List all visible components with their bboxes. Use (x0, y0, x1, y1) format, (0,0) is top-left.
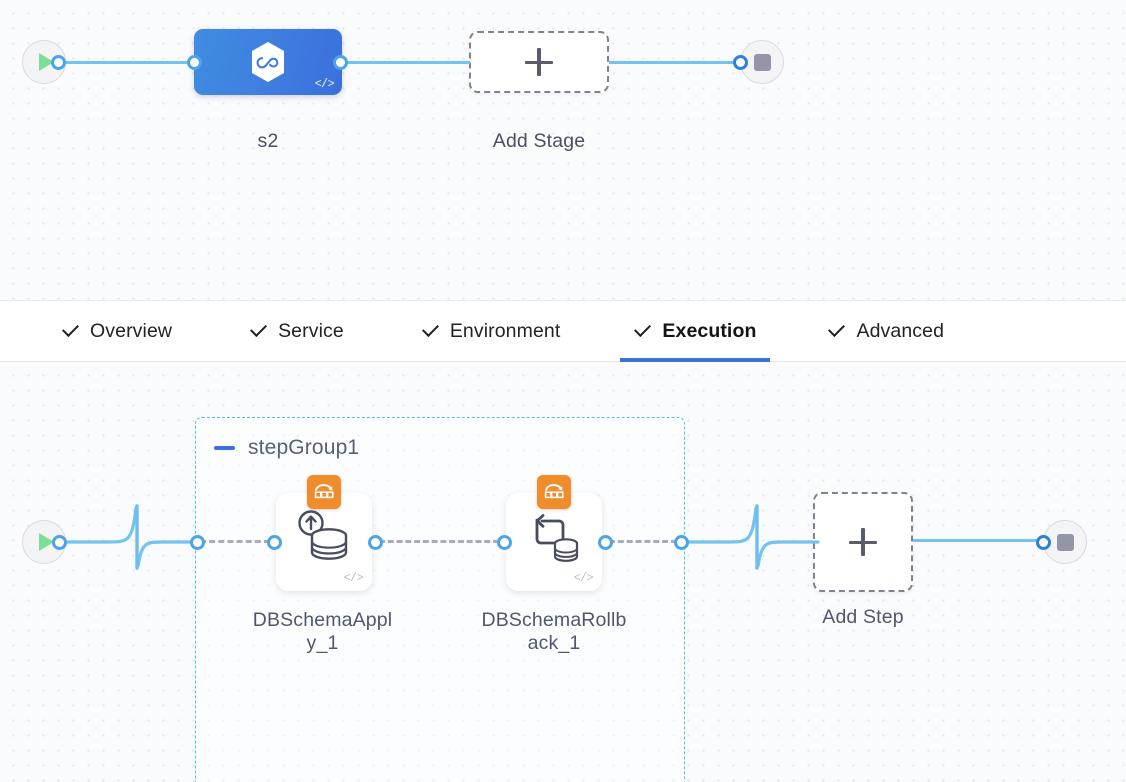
stage-input-port[interactable] (187, 55, 202, 70)
link-group-to-step1 (200, 540, 270, 543)
step2-input-port[interactable] (497, 535, 512, 550)
tab-label: Overview (90, 319, 173, 342)
step1-input-port[interactable] (267, 535, 282, 550)
group-input-port[interactable] (190, 535, 205, 550)
stage-canvas[interactable]: </> s2 Add Stage (0, 0, 1126, 300)
step2-label-line2: ack_1 (527, 632, 581, 655)
step-group-container[interactable]: stepGroup1 (195, 417, 685, 782)
tab-label: Environment (449, 319, 561, 342)
step1-label-line2: y_1 (306, 632, 339, 655)
end-input-port[interactable] (733, 55, 748, 70)
step2-label: DBSchemaRollb ack_1 (470, 609, 638, 656)
stage-label: s2 (257, 130, 279, 152)
step-node-dbschemaapply[interactable]: </> (276, 475, 372, 591)
hexagon-infinity-icon (252, 42, 284, 82)
minus-icon[interactable] (214, 446, 235, 450)
step2-label-line1: DBSchemaRollb (481, 609, 627, 631)
tab-label: Service (278, 319, 344, 342)
stage-node-s2[interactable]: </> (194, 29, 342, 95)
stage-code-icon[interactable]: </> (314, 78, 335, 91)
database-arrow-up-icon (276, 507, 372, 569)
link-step2-to-group (609, 540, 677, 543)
add-stage-button[interactable] (469, 31, 609, 93)
step1-label: DBSchemaAppl y_1 (240, 609, 405, 656)
step-node-dbschemarollback[interactable]: </> (506, 475, 602, 591)
add-step-node[interactable] (813, 492, 913, 592)
link-addstage-to-end (609, 61, 745, 64)
tab-label: Execution (662, 319, 757, 342)
step-code-icon[interactable]: </> (343, 572, 364, 585)
liquibase-icon (307, 475, 341, 509)
stop-icon (753, 53, 771, 71)
execution-canvas[interactable]: stepGroup1 (0, 362, 1126, 782)
step2-output-port[interactable] (598, 535, 613, 550)
group-output-port[interactable] (674, 535, 689, 550)
tab-service[interactable]: Service (236, 301, 358, 361)
tab-advanced[interactable]: Advanced (814, 301, 958, 361)
liquibase-icon (537, 475, 571, 509)
check-icon (62, 323, 79, 340)
step1-output-port[interactable] (368, 535, 383, 550)
check-icon (250, 323, 267, 340)
execution-start-node[interactable] (22, 520, 66, 564)
start-circle (22, 520, 66, 564)
tab-environment[interactable]: Environment (408, 301, 575, 361)
check-icon (828, 323, 845, 340)
execution-start-output-port[interactable] (52, 535, 67, 550)
add-stage-label: Add Stage (492, 130, 586, 152)
step-group-title: stepGroup1 (248, 436, 360, 459)
database-rollback-icon (506, 507, 602, 569)
link-stage-to-addstage (344, 61, 470, 64)
execution-end-input-port[interactable] (1036, 535, 1051, 550)
check-icon (634, 323, 651, 340)
link-step1-to-step2 (379, 540, 499, 543)
step-group-header: stepGroup1 (214, 436, 359, 460)
tab-execution[interactable]: Execution (620, 301, 771, 362)
stage-config-tabs[interactable]: Overview Service Environment Execution A… (0, 300, 1126, 362)
link-group-to-addstep (684, 504, 820, 570)
check-icon (422, 323, 439, 340)
stage-output-port[interactable] (333, 55, 348, 70)
step1-label-line1: DBSchemaAppl (252, 609, 393, 631)
plus-icon (849, 528, 877, 556)
plus-icon (525, 48, 553, 76)
link-start-to-stage (62, 61, 202, 64)
add-stage-node[interactable] (469, 31, 609, 93)
tab-overview[interactable]: Overview (48, 301, 186, 361)
add-step-label: Add Step (822, 606, 904, 628)
stage-card[interactable]: </> (194, 29, 342, 95)
add-step-button[interactable] (813, 492, 913, 592)
step-code-icon[interactable]: </> (573, 572, 594, 585)
link-start-to-group (60, 504, 200, 570)
tab-label: Advanced (856, 319, 945, 342)
play-icon (38, 53, 54, 71)
stop-icon (1056, 533, 1074, 551)
play-icon (38, 533, 54, 551)
start-output-port[interactable] (51, 55, 66, 70)
link-addstep-to-end (913, 539, 1046, 542)
